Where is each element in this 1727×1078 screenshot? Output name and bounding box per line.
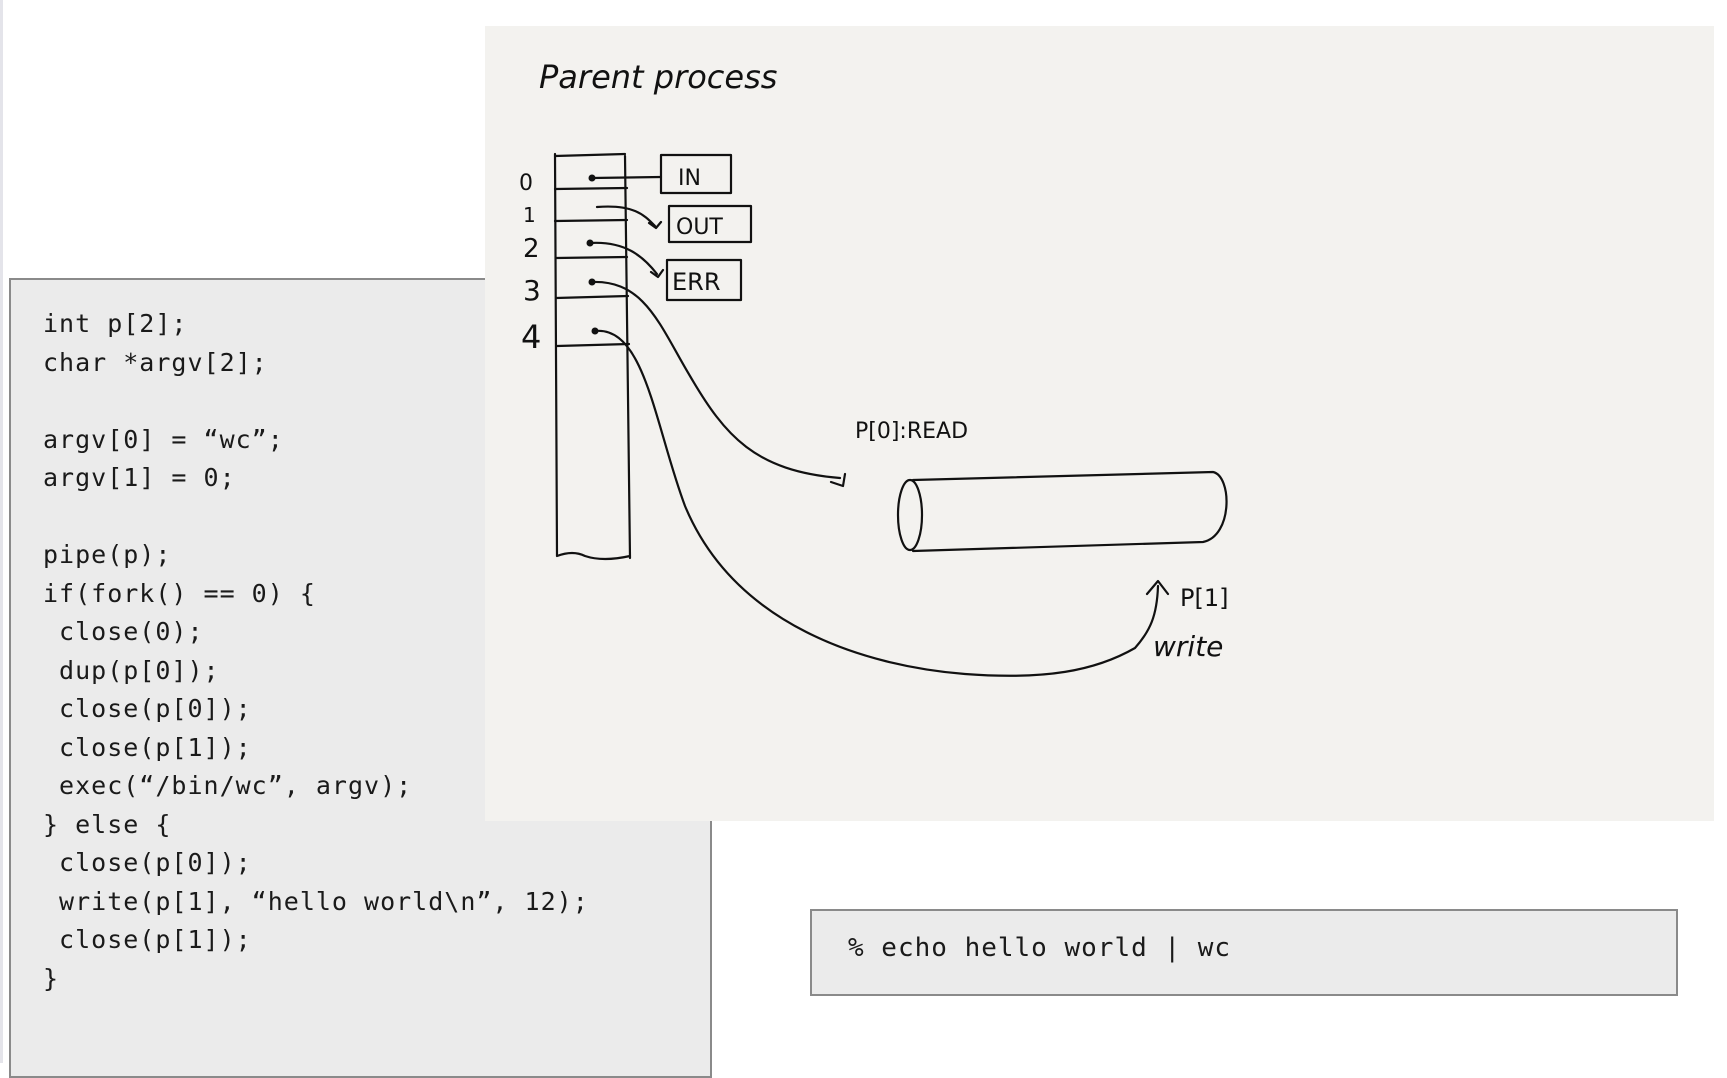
code-listing: int p[2]; char *argv[2]; argv[0] = “wc”;… — [43, 305, 589, 998]
in-box — [659, 153, 733, 195]
read-end-label: P[0]:READ — [855, 419, 968, 444]
code-line: close(p[0]); — [43, 694, 252, 723]
fd-number: 3 — [523, 274, 541, 307]
fd-row-divider — [554, 255, 629, 260]
code-line: argv[0] = “wc”; — [43, 424, 284, 454]
fd-dot — [588, 278, 596, 286]
fd1-arrow — [595, 205, 663, 230]
process-diagram: Parent process 0 1 2 3 4 IN OUT ERR P[0]… — [519, 58, 1228, 677]
diagram-panel: Parent process 0 1 2 3 4 IN OUT ERR P[0]… — [485, 26, 1714, 821]
fd-dot — [591, 327, 599, 335]
shell-panel: % echo hello world | wc — [810, 909, 1678, 996]
fd-table-top — [553, 152, 627, 158]
code-line: exec(“/bin/wc”, argv); — [43, 771, 413, 800]
stream-label-out: OUT — [676, 215, 723, 240]
window-edge — [0, 0, 3, 1063]
code-line: close(p[1]); — [43, 925, 252, 954]
fd4-arrow — [593, 329, 1170, 677]
stream-label-err: ERR — [672, 268, 721, 296]
pipe-body — [911, 470, 1228, 553]
code-line: write(p[1], “hello world\n”, 12); — [43, 886, 589, 916]
fd-number: 4 — [521, 318, 541, 356]
code-line: argv[1] = 0; — [43, 463, 236, 492]
write-index-label: P[1] — [1180, 584, 1228, 612]
code-line: pipe(p); — [43, 540, 172, 569]
fd2-arrow — [588, 241, 665, 279]
fd0-arrow — [590, 175, 663, 180]
stream-label-in: IN — [678, 166, 701, 191]
code-line: int p[2]; — [43, 309, 188, 338]
fd-row-divider — [554, 294, 630, 300]
code-line: } else { — [43, 809, 172, 839]
fd-number: 1 — [523, 203, 536, 227]
code-line: } — [43, 963, 60, 993]
fd-dot — [586, 239, 594, 247]
out-box — [667, 204, 753, 244]
fd-row-divider — [555, 342, 631, 348]
code-line: close(p[1]); — [43, 732, 252, 762]
fd-table-outline — [553, 152, 632, 561]
code-line: close(0); — [43, 617, 204, 646]
fd-row-divider — [553, 218, 629, 223]
diagram-title: Parent process — [539, 58, 777, 96]
fd-number: 0 — [519, 171, 533, 196]
code-line: char *argv[2]; — [43, 347, 268, 377]
code-line: if(fork() == 0) { — [43, 578, 316, 608]
pipe-read-end — [896, 478, 924, 552]
fd3-arrow — [590, 280, 847, 488]
fd-dot — [588, 174, 596, 182]
fd-number: 2 — [523, 234, 540, 264]
code-line: dup(p[0]); — [43, 655, 220, 685]
write-label: write — [1153, 630, 1223, 663]
shell-command: % echo hello world | wc — [848, 933, 1232, 963]
code-line: close(p[0]); — [43, 848, 252, 877]
fd-row-divider — [553, 186, 629, 191]
err-box — [665, 258, 743, 302]
